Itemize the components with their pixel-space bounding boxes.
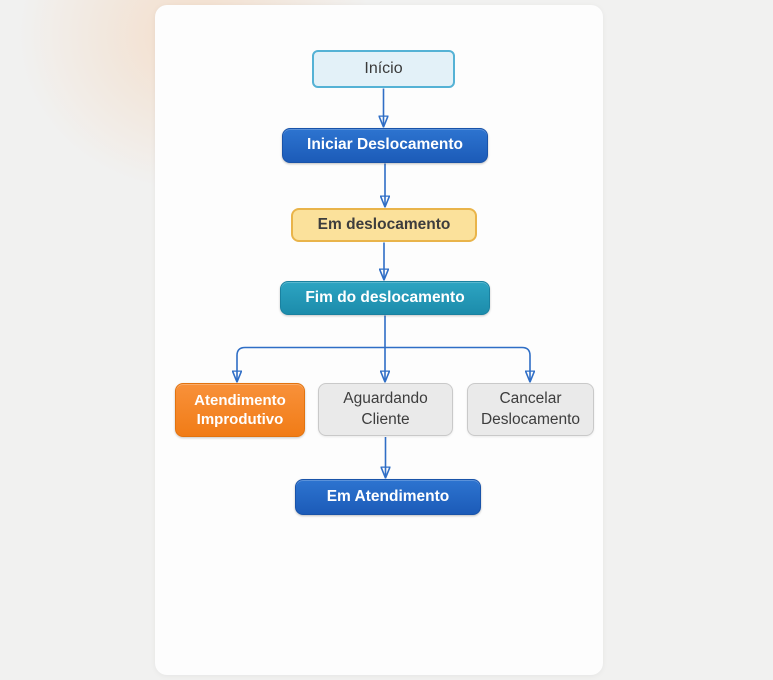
flow-node-inicio: Início xyxy=(312,50,455,88)
flow-node-em-atendimento: Em Atendimento xyxy=(295,479,481,515)
flow-node-aguardando-cliente: Aguardando Cliente xyxy=(318,383,453,436)
flow-node-atendimento-improdutivo: Atendimento Improdutivo xyxy=(175,383,305,437)
diagram-card xyxy=(155,5,603,675)
flow-node-fim-do-deslocamento: Fim do deslocamento xyxy=(280,281,490,315)
flow-node-em-deslocamento: Em deslocamento xyxy=(291,208,477,242)
flow-node-cancelar-deslocamento: Cancelar Deslocamento xyxy=(467,383,594,436)
flow-node-iniciar-deslocamento: Iniciar Deslocamento xyxy=(282,128,488,163)
